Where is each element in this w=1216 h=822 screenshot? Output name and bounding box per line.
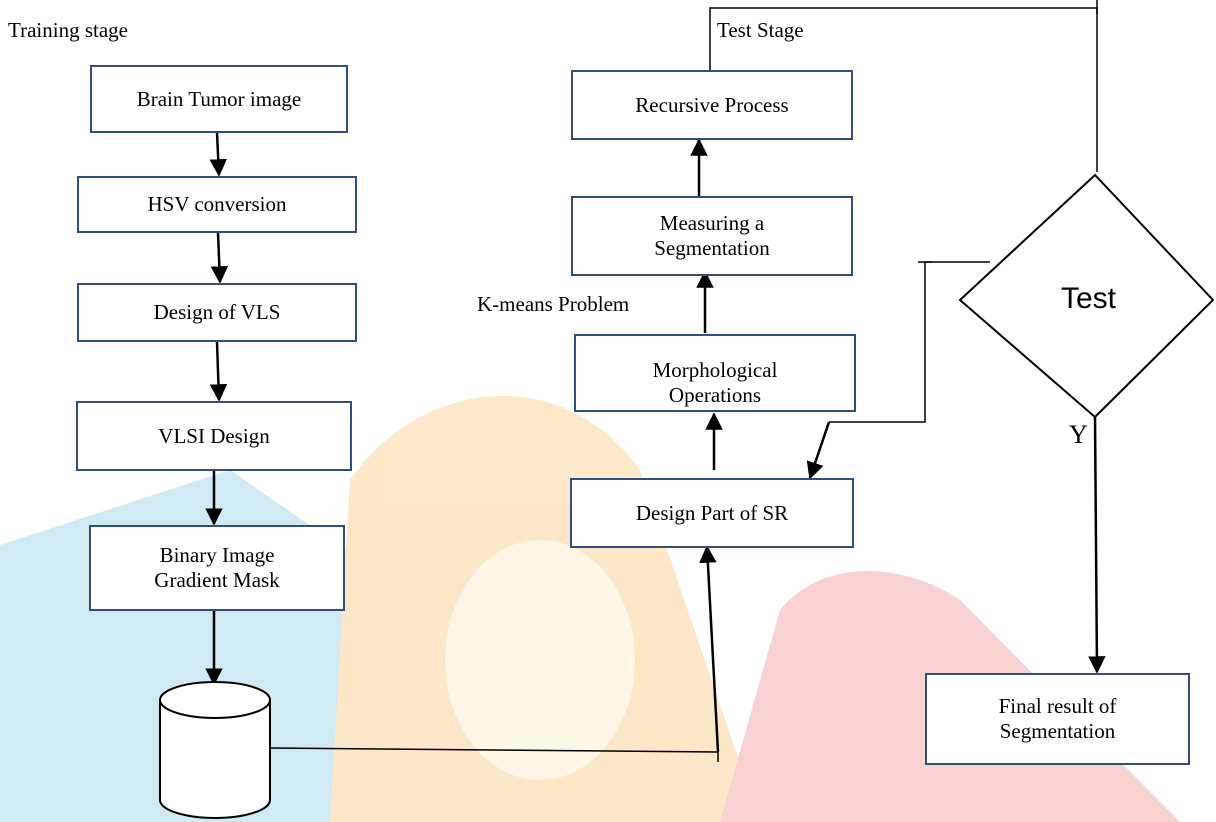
segmentation-text: Segmentation bbox=[654, 236, 770, 260]
arrow-vls-to-vlsi bbox=[209, 341, 228, 402]
design-part-of-sr-text: Design Part of SR bbox=[635, 500, 789, 525]
arrow-database-to-sr bbox=[699, 545, 720, 753]
recursive-process-box: Recursive Process bbox=[571, 70, 853, 140]
binary-image-gradient-mask-box: Binary Image Gradient Mask bbox=[89, 525, 345, 611]
arrow-hsv-to-vls bbox=[210, 232, 229, 284]
design-of-vls-box: Design of VLS bbox=[77, 283, 357, 342]
measuring-segmentation-box: Measuring a Segmentation bbox=[571, 196, 853, 276]
arrow-brain-to-hsv bbox=[209, 132, 227, 177]
final-result-text: Final result of bbox=[998, 694, 1117, 718]
morphological-operations-box: Morphological Operations bbox=[574, 334, 856, 412]
connector-recursive-to-test bbox=[709, 7, 1098, 172]
test-decision-label: Test bbox=[1061, 282, 1117, 315]
hsv-conversion-text: HSV conversion bbox=[147, 192, 287, 216]
yes-branch-label: Y bbox=[1069, 420, 1088, 449]
vlsi-design-box: VLSI Design bbox=[76, 401, 352, 471]
operations-text: Operations bbox=[668, 383, 762, 407]
brain-tumor-image-box: Brain Tumor image bbox=[90, 65, 348, 133]
arrow-test-to-final bbox=[1088, 416, 1106, 674]
morphological-text: Morphological bbox=[652, 358, 778, 382]
design-of-vls-text: Design of VLS bbox=[153, 300, 281, 324]
final-segmentation-text: Segmentation bbox=[999, 719, 1116, 743]
vlsi-design-text: VLSI Design bbox=[158, 423, 270, 448]
kmeans-problem-label: K-means Problem bbox=[477, 292, 630, 316]
connector-test-to-sr bbox=[829, 261, 990, 423]
design-part-of-sr-box: Design Part of SR bbox=[570, 478, 854, 548]
gradient-mask-text: Gradient Mask bbox=[154, 568, 280, 592]
binary-image-text: Binary Image bbox=[159, 543, 275, 567]
arrow-test-to-sr bbox=[806, 421, 831, 480]
hsv-conversion-box: HSV conversion bbox=[77, 176, 357, 233]
watermark-bulb-shape bbox=[445, 540, 635, 780]
training-stage-label: Training stage bbox=[8, 18, 128, 42]
database-icon bbox=[159, 681, 271, 819]
final-result-box: Final result of Segmentation bbox=[925, 673, 1190, 765]
measuring-text: Measuring a bbox=[659, 211, 765, 235]
recursive-process-text: Recursive Process bbox=[635, 92, 789, 117]
test-stage-label: Test Stage bbox=[717, 18, 804, 42]
brain-tumor-image-text: Brain Tumor image bbox=[136, 86, 302, 111]
